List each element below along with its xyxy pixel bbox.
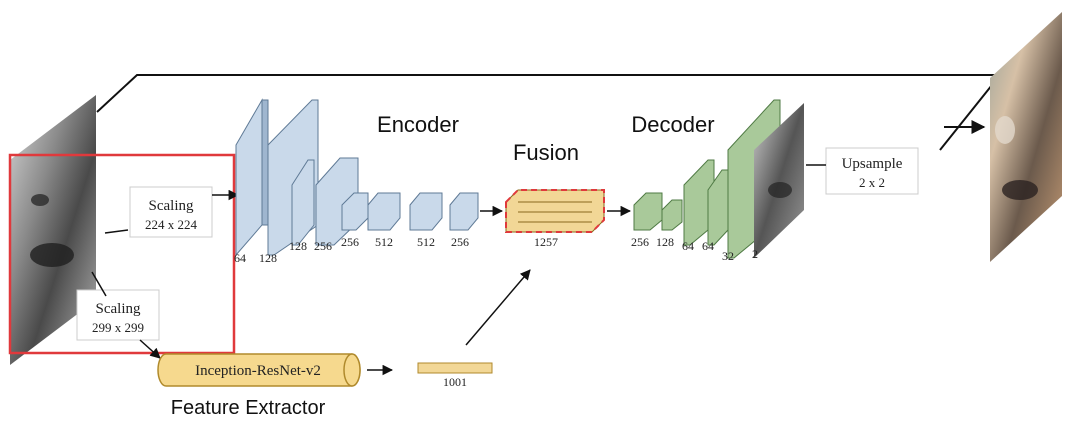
svg-text:2 x 2: 2 x 2 — [859, 175, 885, 190]
fusion-block: 1257 — [505, 189, 605, 249]
decoder-labels: 256 128 64 64 32 2 — [631, 235, 758, 263]
skip-connection-line — [96, 74, 1003, 151]
input-image — [10, 95, 96, 365]
fusion-title: Fusion — [513, 140, 579, 165]
svg-text:256: 256 — [451, 235, 469, 249]
feature-vector: 1001 — [417, 362, 493, 389]
arrow-to-scaling-224 — [104, 229, 129, 234]
encoder-labels: 64 128 128 256 256 512 512 256 — [234, 235, 469, 265]
svg-text:64: 64 — [234, 251, 246, 265]
decoder-layer-256 — [633, 192, 663, 231]
decoder-output-image — [754, 103, 804, 258]
arrow-vector-to-fusion — [465, 269, 531, 346]
svg-text:256: 256 — [314, 239, 332, 253]
arrow-to-inception — [139, 339, 161, 359]
encoder-layer-64 — [235, 98, 263, 257]
encoder-layer-512 — [367, 192, 401, 231]
svg-text:Scaling: Scaling — [96, 301, 141, 317]
svg-text:Scaling: Scaling — [149, 198, 194, 214]
svg-text:256: 256 — [341, 235, 359, 249]
svg-text:1257: 1257 — [534, 235, 558, 249]
upsample-box: Upsample 2 x 2 — [825, 147, 919, 195]
arrow-to-scaling-299 — [91, 271, 107, 297]
encoder-blocks — [235, 98, 479, 257]
feature-extractor-title: Feature Extractor — [171, 397, 326, 419]
svg-text:512: 512 — [375, 235, 393, 249]
svg-text:Inception-ResNet-v2: Inception-ResNet-v2 — [195, 363, 321, 379]
svg-text:224 x 224: 224 x 224 — [145, 217, 198, 232]
svg-text:128: 128 — [259, 251, 277, 265]
svg-text:128: 128 — [289, 239, 307, 253]
decoder-layer-128 — [661, 199, 683, 231]
svg-text:128: 128 — [656, 235, 674, 249]
encoder-layer-512b — [409, 192, 443, 231]
encoder-layer-128b — [291, 159, 315, 246]
scaling-299-box: Scaling 299 x 299 — [76, 289, 160, 341]
svg-text:64: 64 — [682, 239, 694, 253]
svg-text:299 x 299: 299 x 299 — [92, 320, 144, 335]
decoder-title: Decoder — [631, 112, 714, 137]
inception-resnet-block: Inception-ResNet-v2 — [157, 353, 361, 387]
svg-text:256: 256 — [631, 235, 649, 249]
svg-text:32: 32 — [722, 249, 734, 263]
svg-text:512: 512 — [417, 235, 435, 249]
output-image — [990, 12, 1062, 262]
input-highlight-box — [8, 153, 236, 355]
svg-text:64: 64 — [702, 239, 714, 253]
svg-text:1001: 1001 — [443, 375, 467, 389]
encoder-title: Encoder — [377, 112, 459, 137]
encoder-layer-64-side — [261, 99, 269, 226]
svg-text:2: 2 — [752, 247, 758, 261]
scaling-224-box: Scaling 224 x 224 — [129, 186, 213, 238]
encoder-layer-256c — [449, 192, 479, 231]
svg-text:Upsample: Upsample — [842, 156, 903, 172]
